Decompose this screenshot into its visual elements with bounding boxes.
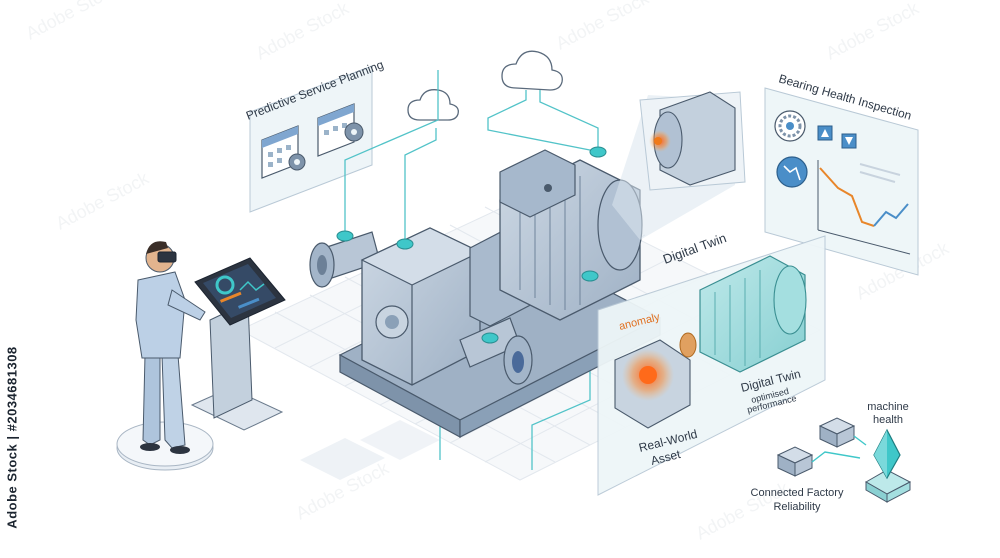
connected-factory-line1: Connected Factory bbox=[751, 487, 844, 499]
bearing-icon bbox=[774, 110, 806, 142]
technician-figure bbox=[116, 241, 214, 471]
svg-text:Adobe Stock: Adobe Stock bbox=[22, 0, 122, 44]
svg-text:Adobe Stock: Adobe Stock bbox=[252, 0, 352, 64]
predictive-service-panel: Predictive Service Planning bbox=[244, 57, 385, 213]
connected-factory-line2: Reliability bbox=[773, 501, 821, 513]
stock-id-vertical: Adobe Stock | #2034681308 bbox=[2, 300, 22, 558]
svg-text:Adobe Stock: Adobe Stock bbox=[52, 167, 152, 233]
calendar-gear-icon bbox=[261, 125, 306, 179]
server-icon bbox=[818, 417, 856, 448]
digital-twin-panel: Digital Twin anomaly Real-World Asset Di… bbox=[597, 230, 826, 496]
server-icon bbox=[776, 446, 814, 477]
health-trend-chart bbox=[817, 160, 911, 255]
cloud-icon bbox=[501, 50, 563, 91]
real-world-asset-model bbox=[614, 332, 697, 429]
machine-health-line2: health bbox=[873, 414, 903, 426]
crystal-health-icon bbox=[864, 428, 912, 503]
trend-icons bbox=[817, 125, 857, 149]
digital-twin-header: Digital Twin bbox=[661, 230, 728, 267]
pump-machine bbox=[309, 146, 662, 439]
cloud-icon bbox=[407, 89, 459, 121]
svg-text:Adobe Stock: Adobe Stock bbox=[822, 0, 922, 64]
calendar-gear-icon bbox=[317, 103, 364, 157]
floor-tiles bbox=[300, 420, 440, 480]
bearing-motor-closeup bbox=[649, 91, 736, 186]
bearing-health-panel: Bearing Health Inspection bbox=[764, 71, 919, 276]
zoom-projection bbox=[612, 91, 746, 240]
svg-text:Adobe Stock: Adobe Stock bbox=[552, 0, 652, 54]
machine-health-line1: machine bbox=[867, 401, 909, 413]
control-kiosk bbox=[190, 257, 286, 431]
connected-network: machine health Connected Factory Reliabi… bbox=[751, 401, 912, 513]
gauge-icon bbox=[776, 156, 808, 188]
stock-id-text: Adobe Stock | #2034681308 bbox=[4, 346, 20, 529]
digital-twin-model bbox=[699, 255, 807, 373]
